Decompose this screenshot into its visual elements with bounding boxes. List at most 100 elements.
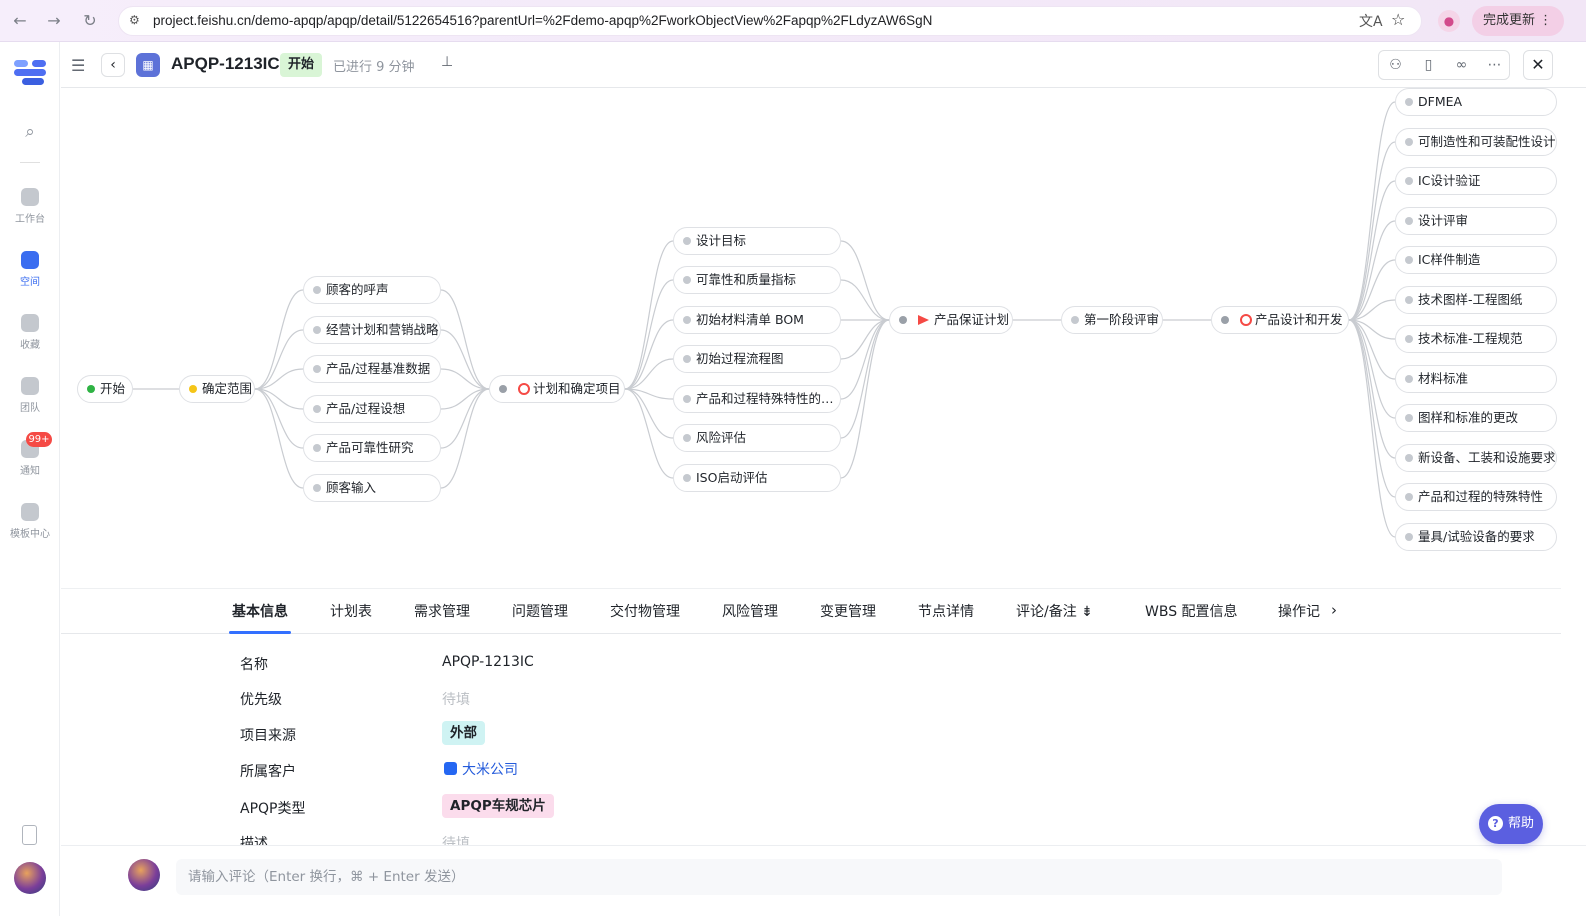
mindmap-node-plan-child[interactable]: 风险评估	[673, 424, 841, 452]
mindmap-node-design-child[interactable]: 可制造性和可装配性设计	[1395, 128, 1557, 156]
mindmap-node-scope-child[interactable]: 产品/过程设想	[303, 395, 441, 423]
mindmap-node-plan-child[interactable]: 设计目标	[673, 227, 841, 255]
connector-line	[254, 329, 304, 390]
sidebar-item-label: 团队	[20, 403, 40, 414]
mindmap-node-design-child[interactable]: 图样和标准的更改	[1395, 404, 1557, 432]
tab-comments[interactable]: 评论/备注 ⇟	[1016, 601, 1093, 621]
mindmap-node-scope-child[interactable]: 顾客的呼声	[303, 276, 441, 304]
mindmap-node-plan-child[interactable]: 初始材料清单 BOM	[673, 306, 841, 334]
mindmap-node-scope-child[interactable]: 产品/过程基准数据	[303, 355, 441, 383]
mindmap-node-design-child[interactable]: 产品和过程的特殊特性	[1395, 483, 1557, 511]
mindmap-node-design-child[interactable]: 材料标准	[1395, 365, 1557, 393]
mindmap-node-plan-child[interactable]: 初始过程流程图	[673, 345, 841, 373]
field-value-priority[interactable]: 待填	[442, 692, 470, 708]
field-value-source[interactable]: 外部	[442, 721, 485, 745]
sidebar-item-label: 通知	[20, 466, 40, 477]
tab-risk[interactable]: 风险管理	[722, 604, 778, 620]
field-value-type[interactable]: APQP车规芯片	[442, 794, 554, 818]
field-value-name[interactable]: APQP-1213IC	[442, 654, 534, 670]
tab-plan[interactable]: 计划表	[330, 604, 372, 620]
node-dot-icon	[1071, 316, 1079, 324]
mindmap-node-design-child[interactable]: DFMEA	[1395, 88, 1557, 116]
pin-icon[interactable]: ⊥	[441, 54, 454, 70]
translate-icon[interactable]: 文A	[1359, 14, 1383, 30]
collapse-sidebar-icon[interactable]: ☰	[71, 56, 86, 75]
tab-change[interactable]: 变更管理	[820, 604, 876, 620]
help-button[interactable]: ?帮助	[1479, 804, 1543, 844]
tab-basic-info[interactable]: 基本信息	[232, 604, 288, 620]
mindmap-node-review[interactable]: 第一阶段评审	[1061, 306, 1163, 334]
mindmap-canvas[interactable]: 开始 确定范围 顾客的呼声经营计划和营销战略产品/过程基准数据产品/过程设想产品可靠…	[61, 88, 1561, 586]
tab-wbs[interactable]: WBS 配置信息	[1145, 604, 1238, 620]
node-dot-icon	[1405, 98, 1413, 106]
field-value-desc[interactable]: 待填	[442, 836, 470, 845]
close-button[interactable]: ✕	[1523, 50, 1553, 80]
update-button[interactable]: 完成更新 ⋮	[1472, 6, 1564, 36]
field-label-type: APQP类型	[240, 801, 306, 817]
sidebar-item-templates[interactable]: 模板中心	[0, 503, 60, 551]
profile-icon[interactable]: ●	[1438, 10, 1460, 32]
members-icon[interactable]: ⚇	[1389, 57, 1402, 73]
node-label: 产品和过程的特殊特性	[1418, 489, 1544, 504]
tab-deliverables[interactable]: 交付物管理	[610, 604, 680, 620]
mindmap-node-design-child[interactable]: IC设计验证	[1395, 167, 1557, 195]
mindmap-node-design-child[interactable]: 设计评审	[1395, 207, 1557, 235]
node-label: 经营计划和营销战略	[326, 322, 439, 337]
more-icon[interactable]: ⋯	[1487, 57, 1502, 73]
mobile-icon[interactable]	[22, 825, 37, 845]
connector-line	[840, 240, 890, 321]
mindmap-node-plan-child[interactable]: 可靠性和质量指标	[673, 266, 841, 294]
sidebar-item-label: 空间	[20, 277, 40, 288]
reload-icon[interactable]: ↻	[83, 11, 97, 30]
node-dot-icon	[683, 395, 691, 403]
mindmap-node-design-child[interactable]: 技术标准-工程规范	[1395, 325, 1557, 353]
mindmap-node-design-child[interactable]: 新设备、工装和设施要求	[1395, 444, 1557, 472]
url-text[interactable]: project.feishu.cn/demo-apqp/apqp/detail/…	[153, 13, 933, 28]
connector-line	[440, 368, 490, 390]
back-button[interactable]: ‹	[101, 53, 125, 77]
mindmap-node-design-child[interactable]: 技术图样-工程图纸	[1395, 286, 1557, 314]
mindmap-node-scope-child[interactable]: 顾客输入	[303, 474, 441, 502]
comment-input[interactable]: 请输入评论（Enter 换行，⌘ + Enter 发送）	[176, 859, 1502, 895]
mindmap-node-plan-child[interactable]: ISO启动评估	[673, 464, 841, 492]
star-icon	[21, 314, 39, 332]
node-dot-icon	[313, 444, 321, 452]
link-icon[interactable]: ∞	[1455, 57, 1468, 73]
star-icon[interactable]: ☆	[1391, 10, 1406, 29]
node-dot-icon	[683, 316, 691, 324]
forward-icon[interactable]: →	[47, 11, 61, 30]
address-bar[interactable]: ⚙ project.feishu.cn/demo-apqp/apqp/detai…	[118, 6, 1422, 36]
avatar[interactable]	[14, 862, 46, 894]
sidebar-item-favorites[interactable]: 收藏	[0, 314, 60, 362]
site-settings-icon[interactable]: ⚙	[129, 13, 140, 27]
mindmap-node-plan[interactable]: 计划和确定项目	[489, 375, 625, 403]
tab-issues[interactable]: 问题管理	[512, 604, 568, 620]
sidebar-item-workbench[interactable]: 工作台	[0, 188, 60, 236]
mindmap-node-scope-child[interactable]: 经营计划和营销战略	[303, 316, 441, 344]
sidebar-item-team[interactable]: 团队	[0, 377, 60, 425]
node-label: 风险评估	[696, 430, 747, 445]
back-icon[interactable]: ←	[13, 11, 27, 30]
mindmap-node-design-child[interactable]: IC样件制造	[1395, 246, 1557, 274]
search-icon[interactable]: ⌕	[25, 122, 35, 142]
mindmap-node-design[interactable]: 产品设计和开发	[1211, 306, 1349, 334]
mindmap-node-scope[interactable]: 确定范围	[179, 375, 255, 403]
basic-info-panel: 名称 APQP-1213IC 优先级 待填 项目来源 外部 所属客户 大米公司 …	[61, 635, 1561, 845]
mindmap-node-assurance[interactable]: 产品保证计划	[889, 306, 1013, 334]
status-badge[interactable]: 开始	[280, 53, 323, 77]
work-item-icon: ▦	[136, 53, 160, 77]
chevron-right-icon[interactable]: ›	[1331, 601, 1337, 619]
tab-operation-log[interactable]: 操作记	[1278, 604, 1320, 620]
sidebar-item-space[interactable]: 空间	[0, 251, 60, 299]
mindmap-node-design-child[interactable]: 量具/试验设备的要求	[1395, 523, 1557, 551]
tab-requirements[interactable]: 需求管理	[414, 604, 470, 620]
tab-node-details[interactable]: 节点详情	[918, 604, 974, 620]
mindmap-node-start[interactable]: 开始	[77, 375, 133, 403]
mindmap-node-scope-child[interactable]: 产品可靠性研究	[303, 434, 441, 462]
app-logo[interactable]	[14, 60, 46, 86]
mindmap-node-plan-child[interactable]: 产品和过程特殊特性的…	[673, 385, 841, 413]
node-label: 技术图样-工程图纸	[1418, 292, 1523, 307]
bookmark-icon[interactable]: ▯	[1424, 57, 1433, 73]
sidebar-item-notifications[interactable]: 通知	[0, 440, 60, 488]
field-value-customer[interactable]: 大米公司	[462, 762, 518, 778]
